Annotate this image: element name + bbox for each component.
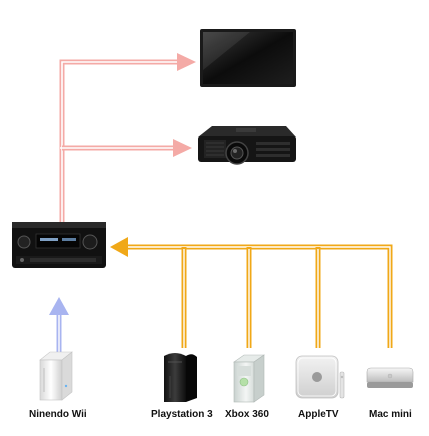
ps3-label: Playstation 3 — [151, 409, 213, 420]
appletv-label: AppleTV — [298, 409, 339, 420]
xbox-label: Xbox 360 — [225, 409, 269, 420]
projector-icon — [198, 126, 296, 165]
wii-console-icon — [39, 351, 73, 401]
flat-tv-icon — [200, 29, 296, 87]
av-receiver-icon — [12, 222, 106, 268]
xbox-console-icon — [233, 354, 265, 403]
macmini-label: Mac mini — [369, 409, 412, 420]
receiver-input-arrowhead — [110, 237, 128, 257]
ps3-console-icon — [164, 353, 197, 402]
video-connections — [59, 53, 196, 224]
receiver-to-tv-line — [59, 59, 186, 224]
sources-bus-line — [122, 244, 393, 348]
projector-arrowhead — [173, 139, 192, 157]
appletv-icon — [295, 355, 345, 399]
wii-arrowhead — [49, 297, 69, 315]
tv-arrowhead — [177, 53, 196, 71]
mac-mini-icon — [366, 367, 414, 388]
wii-label: Ninendo Wii — [29, 409, 87, 420]
wii-connection — [49, 297, 69, 354]
source-connections — [110, 237, 393, 348]
